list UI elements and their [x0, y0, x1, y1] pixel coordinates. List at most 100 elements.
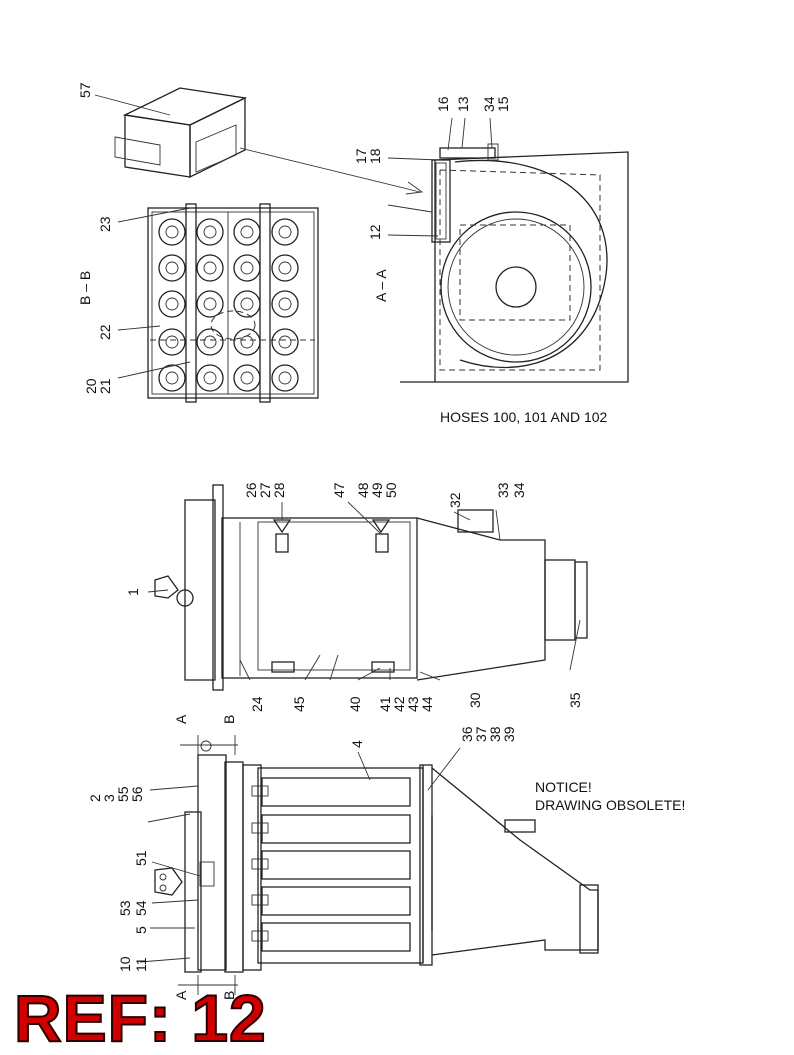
label-35: 35	[567, 692, 583, 708]
hoses-caption: HOSES 100, 101 AND 102	[440, 409, 608, 425]
filter-hole	[196, 290, 224, 318]
label-55: 55	[115, 786, 131, 802]
label-33: 33	[495, 482, 511, 498]
filter-hole-inner	[240, 261, 254, 275]
label-22: 22	[97, 324, 113, 340]
label-15: 15	[495, 96, 511, 112]
filter-hole-grid	[158, 218, 299, 392]
label-16: 16	[435, 96, 451, 112]
section-label-a-a: A – A	[373, 269, 389, 302]
label-18: 18	[367, 148, 383, 164]
section-marker-a-bottom: A	[173, 990, 189, 1000]
part-callouts: 57 23 22 20 21 B – B 16 13 34 15 17 18 1…	[77, 82, 583, 1000]
filter-hole	[271, 254, 299, 282]
side-view-filter-housing	[139, 735, 599, 995]
label-38: 38	[487, 726, 503, 742]
label-27: 27	[257, 482, 273, 498]
side-view-cabinet	[147, 484, 588, 691]
filter-hole	[271, 290, 299, 318]
label-4: 4	[349, 740, 365, 748]
filter-hole	[233, 328, 261, 356]
filter-hole-inner	[203, 371, 217, 385]
label-49: 49	[369, 482, 385, 498]
cartridge-bolt	[251, 785, 269, 797]
filter-hole	[158, 364, 186, 392]
filter-hole	[271, 328, 299, 356]
label-37: 37	[473, 726, 489, 742]
filter-hole-inner	[165, 297, 179, 311]
label-42: 42	[391, 696, 407, 712]
label-45: 45	[291, 696, 307, 712]
cartridge-bolt	[251, 894, 269, 906]
filter-hole	[196, 218, 224, 246]
label-34a: 34	[481, 96, 497, 112]
label-51: 51	[133, 850, 149, 866]
label-40: 40	[347, 696, 363, 712]
cartridge-bolt	[251, 858, 269, 870]
label-47: 47	[331, 482, 347, 498]
section-marker-a-top: A	[173, 714, 189, 724]
section-a-a-housing	[387, 117, 629, 383]
label-26: 26	[243, 482, 259, 498]
label-34b: 34	[511, 482, 527, 498]
filter-hole-inner	[240, 225, 254, 239]
filter-hole	[233, 290, 261, 318]
filter-hole	[271, 218, 299, 246]
filter-hole	[196, 254, 224, 282]
section-b-b-plate	[117, 203, 319, 403]
notice-heading: NOTICE!	[535, 779, 592, 795]
filter-hole-inner	[278, 371, 292, 385]
label-56: 56	[129, 786, 145, 802]
label-24: 24	[249, 696, 265, 712]
filter-cartridge	[261, 777, 411, 807]
filter-hole-inner	[165, 335, 179, 349]
label-44: 44	[419, 696, 435, 712]
label-48: 48	[355, 482, 371, 498]
filter-cartridge-stack	[251, 777, 411, 952]
section-marker-b-top: B	[221, 715, 237, 724]
label-1: 1	[125, 588, 141, 596]
label-39: 39	[501, 726, 517, 742]
section-label-b-b: B – B	[77, 271, 93, 305]
cartridge-bolt	[251, 822, 269, 834]
label-30: 30	[467, 692, 483, 708]
filter-cartridge	[261, 814, 411, 844]
filter-hole-inner	[240, 371, 254, 385]
filter-hole	[233, 254, 261, 282]
filter-hole	[196, 364, 224, 392]
filter-hole	[158, 218, 186, 246]
label-50: 50	[383, 482, 399, 498]
label-53: 53	[117, 900, 133, 916]
filter-hole-inner	[165, 261, 179, 275]
filter-cartridge	[261, 922, 411, 952]
filter-cartridge	[261, 886, 411, 916]
filter-hole	[158, 328, 186, 356]
filter-hole-inner	[240, 335, 254, 349]
label-5: 5	[133, 926, 149, 934]
filter-hole-inner	[278, 225, 292, 239]
label-32: 32	[447, 492, 463, 508]
label-11: 11	[133, 957, 149, 972]
part-57-box	[94, 87, 424, 195]
filter-hole-inner	[203, 225, 217, 239]
filter-hole	[271, 364, 299, 392]
label-12: 12	[367, 224, 383, 240]
label-36: 36	[459, 726, 475, 742]
notice-obsolete: DRAWING OBSOLETE!	[535, 797, 685, 813]
filter-hole	[233, 218, 261, 246]
filter-hole	[233, 364, 261, 392]
label-2: 2	[87, 794, 103, 802]
filter-hole-inner	[165, 371, 179, 385]
label-54: 54	[133, 900, 149, 916]
filter-hole-inner	[240, 297, 254, 311]
label-43: 43	[405, 696, 421, 712]
filter-hole-inner	[203, 261, 217, 275]
label-3: 3	[101, 794, 117, 802]
filter-hole	[196, 328, 224, 356]
filter-hole-inner	[165, 225, 179, 239]
section-marker-b-bottom: B	[221, 991, 237, 1000]
label-10: 10	[117, 956, 133, 972]
label-57: 57	[77, 82, 93, 98]
label-23: 23	[97, 216, 113, 232]
